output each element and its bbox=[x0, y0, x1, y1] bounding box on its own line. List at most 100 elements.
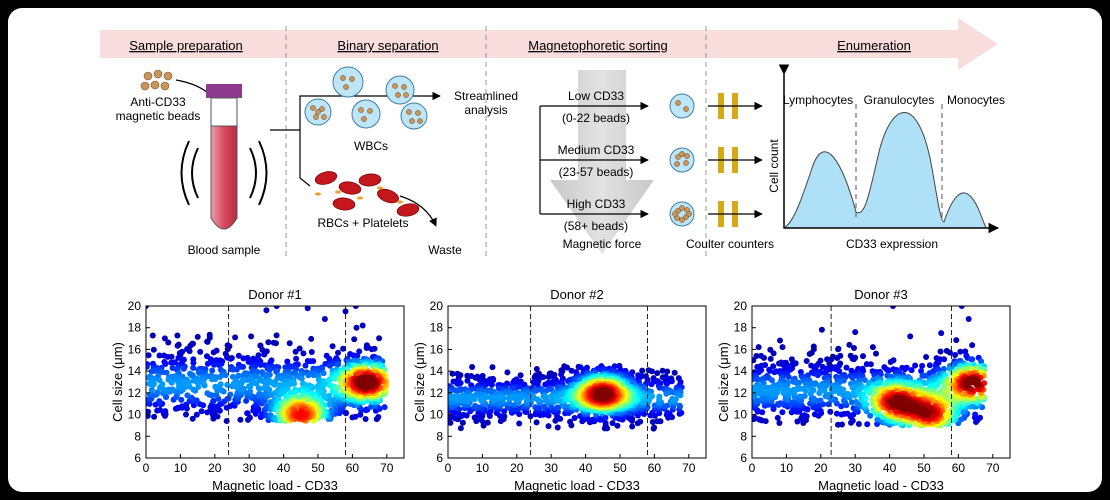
sort-high-name: High CD33 bbox=[567, 197, 626, 211]
x-tick-label: 10 bbox=[476, 461, 490, 475]
binary-split-lines bbox=[270, 95, 311, 187]
x-tick-label: 40 bbox=[579, 461, 593, 475]
bead bbox=[679, 217, 685, 223]
figure-frame: Sample preparation Binary separation Mag… bbox=[8, 8, 1102, 492]
data-point bbox=[216, 374, 223, 380]
data-point bbox=[184, 392, 191, 399]
data-point bbox=[489, 364, 496, 371]
data-point bbox=[777, 337, 783, 344]
magnetic-beads-icon bbox=[140, 69, 173, 91]
data-point bbox=[193, 411, 200, 418]
data-point bbox=[322, 380, 329, 387]
data-point bbox=[362, 416, 369, 422]
data-point bbox=[162, 361, 169, 367]
data-point bbox=[855, 421, 862, 427]
data-point bbox=[328, 407, 335, 414]
x-axis-label: Magnetic load - CD33 bbox=[818, 478, 944, 492]
platelet bbox=[335, 190, 341, 194]
data-point bbox=[861, 377, 868, 383]
data-point bbox=[146, 306, 149, 309]
sort-high-range: (58+ beads) bbox=[564, 219, 628, 233]
streamlined-label-line1: Streamlined bbox=[454, 89, 518, 103]
bead bbox=[675, 154, 681, 160]
data-point bbox=[456, 394, 463, 401]
x-tick-label: 50 bbox=[311, 461, 325, 475]
data-point bbox=[150, 346, 157, 353]
population-lymphocytes: Lymphocytes bbox=[783, 93, 853, 107]
wbcs-label: WBCs bbox=[354, 139, 388, 153]
data-point bbox=[973, 381, 980, 388]
bead bbox=[367, 108, 373, 114]
data-point bbox=[237, 416, 244, 423]
data-point bbox=[472, 402, 479, 409]
data-point bbox=[779, 344, 786, 351]
population-monocytes: Monocytes bbox=[947, 93, 1005, 107]
data-point bbox=[953, 337, 960, 344]
data-point bbox=[801, 412, 808, 419]
data-point bbox=[835, 346, 842, 353]
x-tick-label: 0 bbox=[749, 461, 756, 475]
x-tick-label: 10 bbox=[174, 461, 188, 475]
y-tick-label: 8 bbox=[436, 429, 443, 443]
cd33-distribution-curve bbox=[782, 112, 987, 229]
data-point bbox=[639, 367, 646, 374]
data-point bbox=[204, 360, 211, 367]
data-point bbox=[786, 387, 793, 394]
x-tick-label: 50 bbox=[613, 461, 627, 475]
data-point bbox=[240, 355, 247, 362]
data-point bbox=[196, 369, 203, 376]
data-point bbox=[530, 395, 537, 402]
data-point bbox=[261, 351, 268, 358]
data-point bbox=[849, 374, 856, 381]
bead bbox=[683, 106, 689, 112]
data-point bbox=[308, 335, 315, 342]
bead bbox=[675, 100, 681, 106]
stage-title-sample-preparation: Sample preparation bbox=[129, 38, 242, 53]
data-point bbox=[972, 411, 979, 418]
data-point bbox=[164, 353, 171, 360]
stage-title-magnetophoretic-sorting: Magnetophoretic sorting bbox=[528, 38, 667, 53]
data-point bbox=[174, 342, 181, 349]
data-point bbox=[211, 361, 218, 368]
data-point bbox=[649, 419, 656, 425]
data-point bbox=[147, 380, 154, 387]
y-tick-label: 14 bbox=[128, 364, 142, 378]
bead bbox=[401, 84, 407, 90]
data-point bbox=[190, 359, 197, 366]
x-tick-label: 30 bbox=[243, 461, 257, 475]
x-tick-label: 70 bbox=[682, 461, 696, 475]
data-point bbox=[937, 348, 944, 355]
sort-low-range: (0-22 beads) bbox=[562, 111, 630, 125]
data-point bbox=[533, 419, 540, 426]
data-point bbox=[149, 332, 156, 339]
data-point bbox=[381, 404, 388, 411]
y-tick-label: 16 bbox=[734, 342, 748, 356]
data-point bbox=[375, 414, 382, 420]
sort-medium-name: Medium CD33 bbox=[558, 143, 635, 157]
data-point bbox=[353, 324, 360, 331]
data-point bbox=[654, 418, 661, 425]
x-tick-label: 50 bbox=[917, 461, 931, 475]
platelet bbox=[315, 192, 321, 196]
data-point bbox=[326, 392, 333, 399]
y-tick-label: 20 bbox=[734, 299, 748, 313]
data-point bbox=[554, 424, 561, 431]
y-tick-label: 10 bbox=[734, 408, 748, 422]
data-point bbox=[886, 367, 893, 374]
bead bbox=[417, 118, 423, 124]
data-point bbox=[862, 395, 869, 402]
data-point bbox=[765, 387, 771, 394]
stage-title-binary-separation: Binary separation bbox=[337, 38, 438, 53]
data-point bbox=[480, 395, 487, 402]
data-point bbox=[359, 322, 366, 329]
y-tick-label: 16 bbox=[430, 342, 444, 356]
figure-svg: Sample preparation Binary separation Mag… bbox=[100, 18, 1011, 492]
wbc-cell bbox=[385, 75, 415, 105]
data-point bbox=[307, 358, 314, 365]
data-point bbox=[186, 348, 193, 355]
bead bbox=[319, 106, 325, 112]
bead bbox=[310, 105, 316, 111]
data-point bbox=[843, 364, 850, 371]
data-point bbox=[298, 375, 305, 382]
y-tick-label: 12 bbox=[128, 386, 142, 400]
